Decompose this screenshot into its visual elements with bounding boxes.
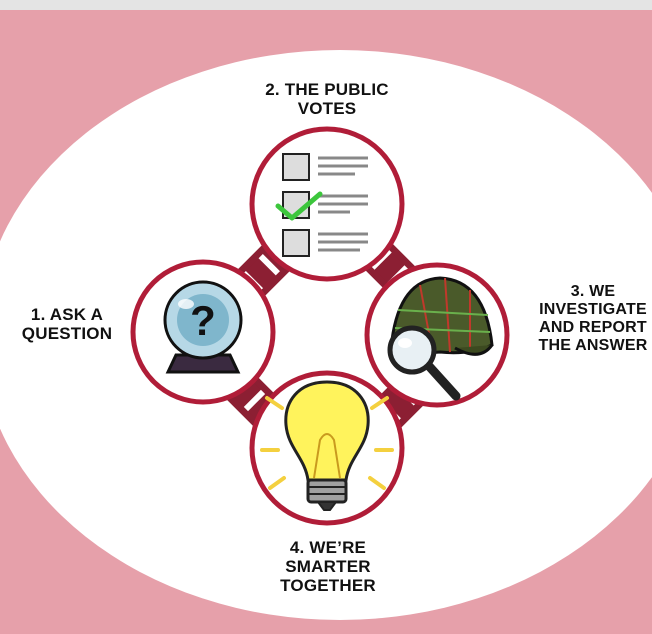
- cycle-graphic: ?: [130, 126, 510, 526]
- crystal-ball-icon: ?: [163, 280, 243, 374]
- step-2-circle: [249, 126, 405, 282]
- ballot-checklist-icon: [275, 153, 368, 257]
- step-1-circle: ?: [130, 259, 276, 405]
- svg-text:?: ?: [190, 297, 216, 344]
- light-bulb-icon: [260, 380, 394, 511]
- cycle-diagram: ?: [0, 10, 652, 634]
- step-4-circle: [249, 370, 405, 526]
- detective-hat-magnifier-icon: [387, 276, 494, 401]
- step-3-circle: [364, 262, 510, 408]
